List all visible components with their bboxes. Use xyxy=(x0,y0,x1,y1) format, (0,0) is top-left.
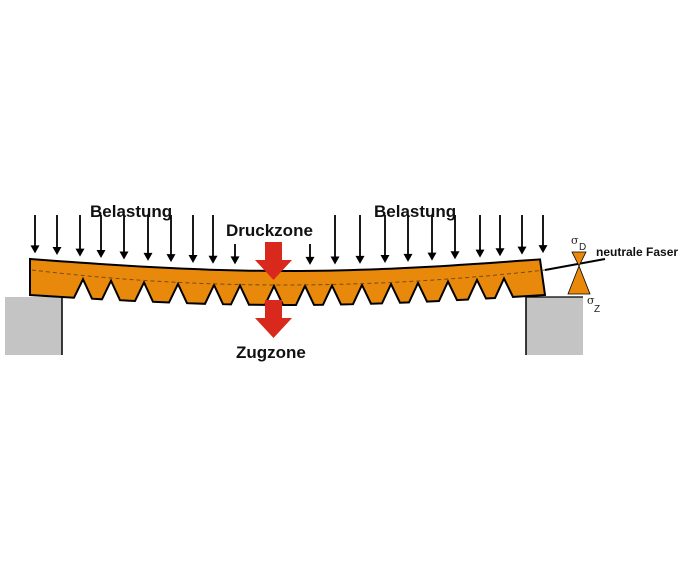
load-arrow xyxy=(96,215,106,259)
load-label-left: Belastung xyxy=(90,202,172,221)
load-arrow xyxy=(403,215,413,262)
neutral-axis-line xyxy=(31,269,546,286)
load-arrow xyxy=(188,215,198,264)
load-arrow xyxy=(517,215,527,255)
load-arrow xyxy=(380,215,390,263)
load-arrow xyxy=(208,215,218,264)
sigma-z-symbol: σ xyxy=(587,294,595,307)
compression-arrow xyxy=(255,242,292,280)
load-arrow xyxy=(330,215,340,265)
load-arrow xyxy=(355,215,365,264)
beam xyxy=(29,257,547,306)
load-arrows xyxy=(30,215,548,265)
load-arrow xyxy=(305,244,315,265)
left-support xyxy=(5,297,63,355)
load-arrow xyxy=(30,215,40,254)
load-arrow xyxy=(475,215,485,258)
sigma-d-subscript: D xyxy=(579,242,586,253)
tension-stress-triangle xyxy=(567,264,591,295)
load-arrow xyxy=(427,215,437,261)
tension-arrow xyxy=(255,300,292,338)
compression-stress-triangle xyxy=(571,251,587,267)
neutral-fiber-label: neutrale Faser xyxy=(596,245,678,259)
load-arrow xyxy=(166,215,176,263)
load-arrow xyxy=(450,215,460,260)
right-support xyxy=(525,296,583,355)
load-arrow xyxy=(75,215,85,257)
compression-zone-label: Druckzone xyxy=(226,221,313,240)
sigma-z-subscript: Z xyxy=(594,304,600,315)
load-arrow xyxy=(52,215,62,255)
load-arrow xyxy=(230,244,240,265)
load-arrow xyxy=(495,215,505,257)
sigma-d-symbol: σ xyxy=(571,234,579,247)
load-label-right: Belastung xyxy=(374,202,456,221)
load-arrow xyxy=(538,215,548,254)
neutral-fiber-line xyxy=(544,258,606,271)
tension-zone-label: Zugzone xyxy=(236,343,306,362)
load-arrow xyxy=(143,215,153,261)
load-arrow xyxy=(119,215,129,260)
